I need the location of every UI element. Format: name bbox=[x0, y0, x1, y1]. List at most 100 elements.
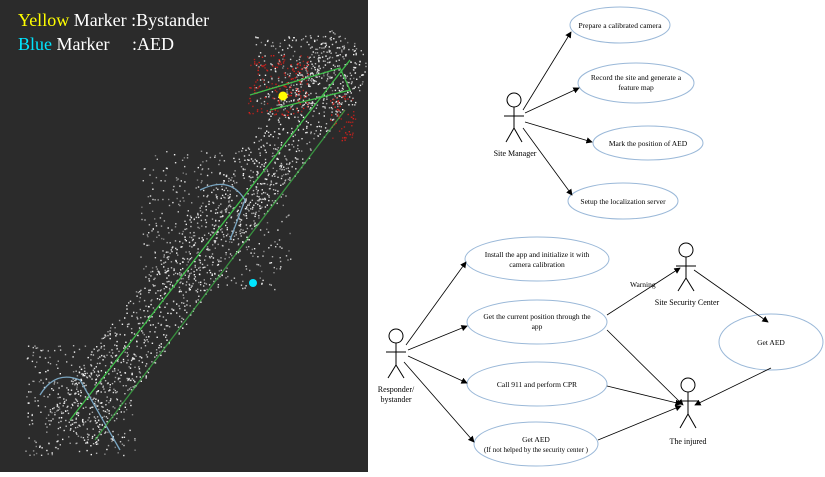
point bbox=[207, 248, 209, 250]
point bbox=[318, 72, 320, 74]
point bbox=[218, 270, 221, 272]
point bbox=[274, 161, 276, 164]
point bbox=[204, 282, 206, 284]
point bbox=[186, 154, 189, 156]
point bbox=[305, 120, 308, 123]
point bbox=[346, 75, 348, 77]
point bbox=[173, 185, 175, 188]
point bbox=[90, 353, 92, 356]
point bbox=[297, 111, 299, 114]
point bbox=[128, 302, 130, 304]
point bbox=[205, 221, 208, 224]
point bbox=[151, 316, 153, 318]
point bbox=[122, 358, 125, 361]
point bbox=[299, 90, 301, 93]
point bbox=[165, 251, 167, 254]
point bbox=[219, 173, 221, 175]
point bbox=[339, 47, 341, 49]
point bbox=[289, 95, 291, 97]
point bbox=[145, 265, 147, 268]
point bbox=[230, 238, 232, 240]
point bbox=[302, 89, 305, 92]
point bbox=[285, 195, 287, 197]
point bbox=[285, 167, 288, 170]
point bbox=[214, 241, 216, 244]
point bbox=[150, 352, 152, 354]
point bbox=[217, 226, 220, 228]
point bbox=[288, 37, 291, 39]
point bbox=[310, 67, 313, 70]
point bbox=[40, 379, 42, 381]
point bbox=[243, 232, 245, 234]
point bbox=[300, 55, 302, 57]
point bbox=[230, 217, 232, 219]
point bbox=[318, 75, 321, 78]
point bbox=[97, 390, 100, 392]
point bbox=[140, 380, 142, 382]
point bbox=[88, 434, 90, 436]
point bbox=[124, 372, 126, 374]
point bbox=[329, 77, 331, 79]
point bbox=[314, 66, 316, 69]
point bbox=[90, 359, 92, 361]
point bbox=[283, 174, 285, 176]
point bbox=[267, 131, 270, 134]
point bbox=[133, 333, 136, 335]
point bbox=[94, 384, 96, 386]
point bbox=[324, 64, 327, 66]
point bbox=[138, 368, 141, 370]
point bbox=[90, 453, 92, 456]
point bbox=[101, 337, 103, 340]
point bbox=[183, 297, 185, 299]
point bbox=[313, 133, 316, 135]
point bbox=[99, 381, 102, 383]
point bbox=[180, 273, 183, 275]
point bbox=[70, 428, 72, 430]
point bbox=[266, 170, 269, 173]
point bbox=[287, 215, 289, 217]
point bbox=[198, 295, 200, 297]
point bbox=[114, 376, 117, 379]
point bbox=[131, 315, 133, 317]
point bbox=[47, 350, 49, 352]
point bbox=[141, 212, 143, 215]
point bbox=[274, 148, 277, 150]
point bbox=[116, 345, 118, 347]
point bbox=[295, 95, 297, 97]
point bbox=[196, 269, 198, 271]
point bbox=[130, 359, 133, 362]
point bbox=[106, 396, 108, 398]
point bbox=[312, 51, 314, 53]
point bbox=[279, 260, 282, 263]
point bbox=[164, 271, 166, 274]
point bbox=[254, 222, 256, 224]
point bbox=[251, 212, 253, 215]
point bbox=[172, 246, 174, 248]
point bbox=[351, 136, 353, 139]
point bbox=[334, 65, 336, 68]
point bbox=[162, 170, 165, 172]
point bbox=[211, 273, 213, 275]
point bbox=[165, 319, 167, 321]
point bbox=[174, 162, 177, 164]
point bbox=[70, 407, 72, 409]
point bbox=[331, 108, 334, 110]
point bbox=[123, 347, 125, 349]
point bbox=[98, 420, 100, 422]
point bbox=[126, 308, 128, 310]
point bbox=[186, 264, 188, 266]
point bbox=[189, 258, 192, 260]
point bbox=[258, 215, 260, 217]
point bbox=[102, 410, 105, 412]
point bbox=[109, 334, 111, 336]
point bbox=[35, 347, 37, 349]
point bbox=[97, 408, 100, 411]
point bbox=[100, 345, 103, 348]
point bbox=[313, 56, 315, 58]
point bbox=[169, 242, 171, 244]
point bbox=[271, 64, 273, 66]
point bbox=[142, 332, 144, 334]
point bbox=[86, 372, 88, 374]
point bbox=[180, 278, 182, 280]
point bbox=[75, 379, 77, 381]
